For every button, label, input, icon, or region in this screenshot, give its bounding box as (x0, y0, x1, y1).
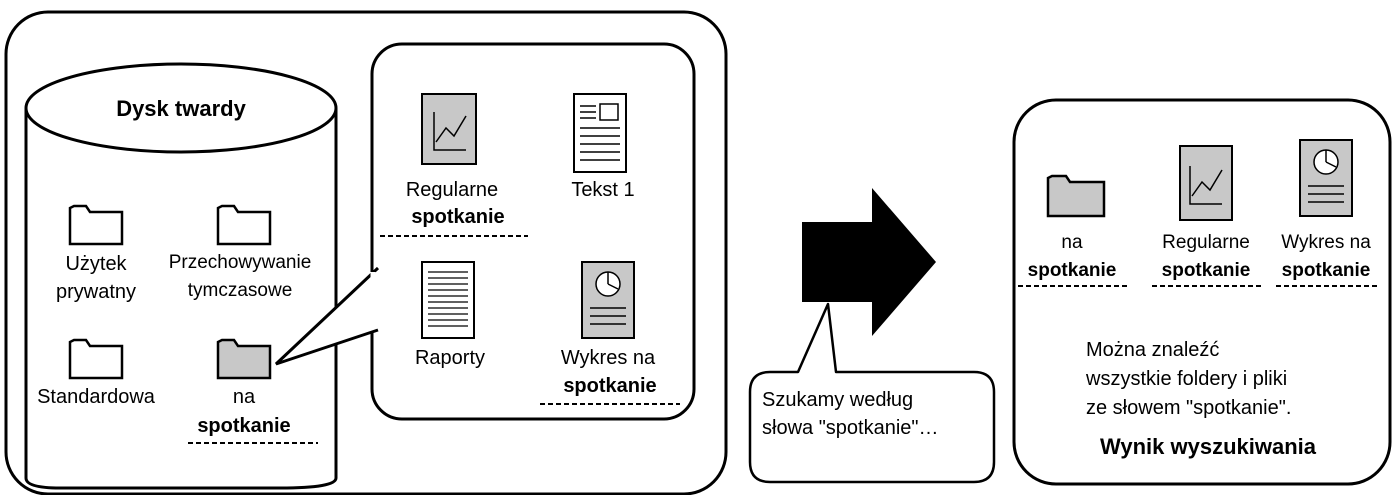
result-label: na (1061, 232, 1083, 253)
text-document-icon[interactable] (573, 93, 627, 173)
folder-label: Użytek (65, 253, 127, 275)
folder-label: Przechowywanie (169, 252, 312, 273)
search-callout (748, 302, 996, 484)
folder-icon[interactable] (68, 338, 124, 380)
result-title: Wynik wyszukiwania (1100, 434, 1317, 459)
result-label-highlight: spotkanie (1162, 260, 1251, 281)
folder-icon[interactable] (1046, 174, 1106, 218)
disk-title: Dysk twardy (116, 96, 246, 121)
result-label-highlight: spotkanie (1028, 260, 1117, 281)
result-label: Regularne (1162, 232, 1250, 253)
hard-disk-cylinder (24, 62, 338, 490)
result-label: Wykres na (1281, 232, 1371, 253)
arrow-right-icon (802, 188, 936, 336)
file-label: Wykres na (561, 347, 656, 369)
chart-document-icon[interactable] (421, 93, 477, 165)
file-label-highlight: spotkanie (411, 206, 504, 228)
folder-label: tymczasowe (188, 280, 293, 301)
folder-label: Standardowa (37, 386, 156, 408)
result-description: Można znaleźć (1086, 339, 1219, 361)
search-callout-text: Szukamy według (762, 389, 913, 411)
folder-label-highlight: spotkanie (197, 415, 290, 437)
folder-icon[interactable] (216, 204, 272, 246)
result-description: wszystkie foldery i pliki (1085, 368, 1287, 390)
folder-label: prywatny (56, 281, 136, 303)
file-label: Tekst 1 (571, 179, 634, 201)
folder-icon-selected[interactable] (216, 338, 272, 380)
callout-pointer (274, 266, 380, 366)
result-description: ze słowem "spotkanie". (1086, 397, 1291, 419)
result-label-highlight: spotkanie (1282, 260, 1371, 281)
result-panel-frame (1012, 98, 1392, 486)
pie-document-icon[interactable] (581, 261, 635, 339)
report-document-icon[interactable] (421, 261, 475, 339)
search-callout-text: słowa "spotkanie"… (762, 417, 939, 439)
folder-icon[interactable] (68, 204, 124, 246)
pie-document-icon[interactable] (1299, 139, 1353, 217)
file-label: Regularne (406, 179, 498, 201)
file-label: Raporty (415, 347, 485, 369)
folder-label: na (233, 386, 256, 408)
file-label-highlight: spotkanie (563, 375, 656, 397)
chart-document-icon[interactable] (1179, 145, 1233, 221)
